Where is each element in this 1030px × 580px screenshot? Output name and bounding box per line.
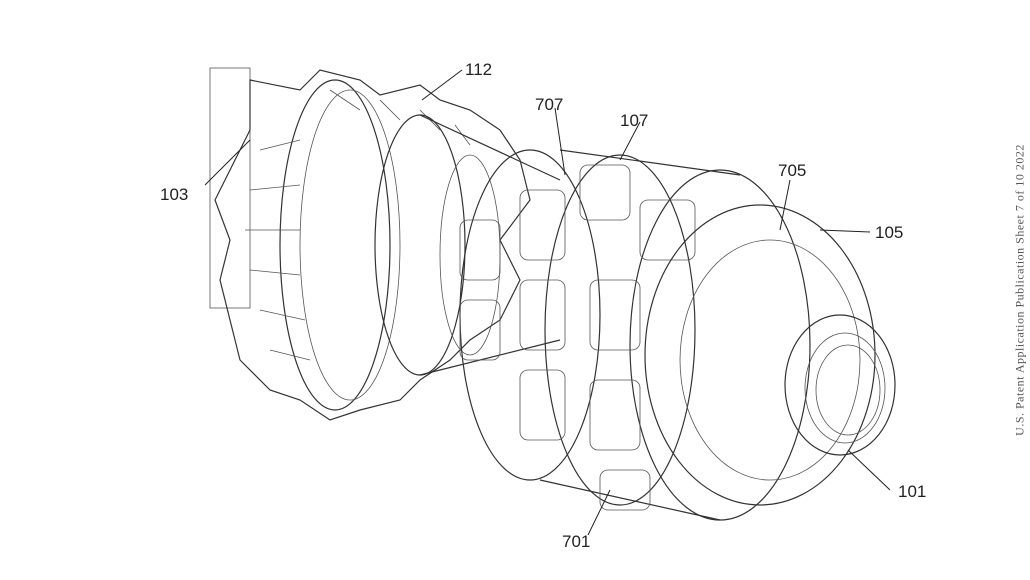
ref-701: 701 xyxy=(562,532,590,551)
bearing-ring xyxy=(644,204,896,506)
ref-707: 707 xyxy=(535,95,563,114)
ref-705: 705 xyxy=(778,161,806,180)
ref-105: 105 xyxy=(875,223,903,242)
ref-112: 112 xyxy=(465,60,492,79)
leader-lines xyxy=(204,69,891,536)
ref-101: 101 xyxy=(898,482,926,501)
ref-107: 107 xyxy=(620,111,648,130)
spline-gear xyxy=(209,67,531,421)
ref-103: 103 xyxy=(160,185,188,204)
roller-cage xyxy=(459,149,811,521)
shaft-body xyxy=(374,114,561,376)
